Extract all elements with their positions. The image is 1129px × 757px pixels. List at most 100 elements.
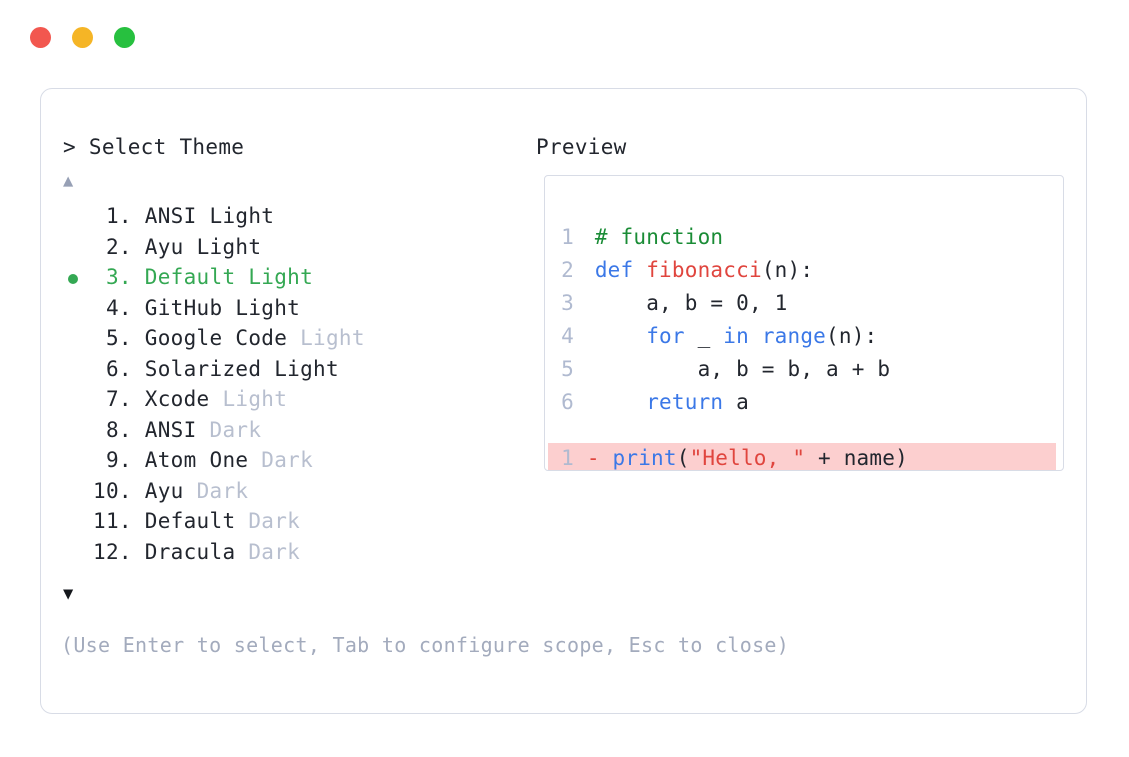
theme-list-item[interactable]: 4. GitHub Light xyxy=(63,293,493,324)
theme-list-item-text: 11. Default Dark xyxy=(93,506,300,537)
theme-variant: Dark xyxy=(183,478,249,503)
code-line: 1 # function xyxy=(548,221,1063,254)
line-gutter-space xyxy=(574,287,587,320)
theme-list-item[interactable]: 10. Ayu Dark xyxy=(63,476,493,507)
preview-code-box: 1 # function 2 def fibonacci(n): 3 a, b = … xyxy=(544,175,1064,471)
line-gutter-space xyxy=(574,221,587,254)
code-token: # function xyxy=(594,225,724,249)
theme-list-item[interactable]: 5. Google Code Light xyxy=(63,323,493,354)
theme-variant: Light xyxy=(209,387,288,411)
keyboard-hint: (Use Enter to select, Tab to configure s… xyxy=(61,633,790,657)
line-number: 6 xyxy=(561,390,574,414)
theme-variant: Dark xyxy=(196,417,262,442)
theme-list-item[interactable]: 6. Solarized Light xyxy=(63,354,493,385)
theme-list-item-text: 2. Ayu Light xyxy=(93,232,261,263)
code-token: a, b = b, a + b xyxy=(594,357,891,381)
line-number: 5 xyxy=(561,357,574,381)
theme-list-item-text: 5. Google Code Light xyxy=(93,323,365,354)
theme-index: 3. xyxy=(93,265,145,289)
theme-name: Google Code xyxy=(144,326,288,350)
code-token: _ xyxy=(684,324,724,348)
code-line: 5 a, b = b, a + b xyxy=(548,353,1063,386)
selected-indicator-icon xyxy=(68,273,78,284)
diff-block: 1 - print("Hello, " + name)1 + print(f"H… xyxy=(548,443,1063,470)
code-token xyxy=(595,324,646,348)
diff-sign: - xyxy=(574,446,613,470)
theme-list: 1. ANSI Light 2. Ayu Light 3. Default Li… xyxy=(63,201,493,567)
code-line: 6 return a xyxy=(548,386,1063,419)
theme-list-item[interactable]: 2. Ayu Light xyxy=(63,232,493,263)
minimize-button[interactable] xyxy=(72,27,93,48)
theme-name: Solarized xyxy=(144,356,262,381)
preview-label: Preview xyxy=(536,135,627,159)
theme-name: ANSI xyxy=(144,204,197,228)
code-line: 4 for _ in range(n): xyxy=(548,320,1063,353)
code-token: a xyxy=(723,390,749,414)
theme-list-item[interactable]: 3. Default Light xyxy=(63,262,493,293)
theme-name: Default xyxy=(144,265,236,289)
code-token: (n): xyxy=(761,258,814,282)
theme-list-item-text: 10. Ayu Dark xyxy=(93,476,248,507)
theme-index: 12. xyxy=(93,539,145,564)
theme-name: GitHub xyxy=(144,295,223,320)
theme-index: 11. xyxy=(93,509,145,533)
theme-name: Ayu xyxy=(144,234,184,259)
line-gutter-space xyxy=(574,320,587,353)
theme-index: 8. xyxy=(93,417,145,442)
code-token: a, b = xyxy=(594,291,737,315)
theme-variant: Light xyxy=(183,234,262,259)
diff-line-minus: 1 - print("Hello, " + name) xyxy=(548,443,1056,470)
code-token: 0 xyxy=(736,291,749,315)
line-number: 3 xyxy=(561,291,574,315)
scroll-down-icon[interactable]: ▼ xyxy=(63,584,74,604)
line-number: 2 xyxy=(561,258,574,282)
theme-list-item-text: 6. Solarized Light xyxy=(93,354,339,385)
code-token: 1 xyxy=(774,291,788,315)
theme-variant: Dark xyxy=(248,448,314,472)
code-token: def xyxy=(594,258,647,282)
theme-variant: Light xyxy=(222,295,301,320)
line-number: 4 xyxy=(561,324,574,348)
code-token xyxy=(749,324,762,348)
code-token: in xyxy=(723,324,749,348)
code-token: return xyxy=(646,390,724,414)
code-token: for xyxy=(646,324,685,348)
line-gutter-space xyxy=(574,254,587,287)
page-title: > Select Theme xyxy=(63,135,245,159)
theme-index: 1. xyxy=(93,204,145,228)
theme-list-item[interactable]: 7. Xcode Light xyxy=(63,384,493,415)
code-token: fibonacci xyxy=(646,258,762,282)
theme-list-item[interactable]: 11. Default Dark xyxy=(63,506,493,537)
line-number: 1 xyxy=(561,225,574,249)
theme-index: 10. xyxy=(93,478,145,503)
theme-variant: Light xyxy=(287,326,365,350)
theme-index: 5. xyxy=(93,326,145,350)
theme-list-item-text: 7. Xcode Light xyxy=(93,384,287,415)
theme-list-item[interactable]: 1. ANSI Light xyxy=(63,201,493,232)
code-token: "Hello, " xyxy=(689,446,806,470)
theme-name: Default xyxy=(144,509,236,533)
code-block: 1 # function 2 def fibonacci(n): 3 a, b = … xyxy=(548,221,1063,419)
theme-variant: Light xyxy=(196,204,275,228)
maximize-button[interactable] xyxy=(114,27,135,48)
theme-list-item-text: 1. ANSI Light xyxy=(93,201,274,232)
theme-name: Atom One xyxy=(144,448,249,472)
theme-name: Dracula xyxy=(144,539,236,564)
close-button[interactable] xyxy=(30,27,51,48)
scroll-up-icon[interactable]: ▲ xyxy=(63,171,74,191)
theme-name: Xcode xyxy=(144,387,210,411)
theme-list-item[interactable]: 12. Dracula Dark xyxy=(63,537,493,568)
theme-list-item-text: 12. Dracula Dark xyxy=(93,537,300,568)
theme-picker-card: > Select Theme Preview ▲ ▼ 1. ANSI Light… xyxy=(40,88,1087,714)
code-token: + name) xyxy=(805,446,908,470)
theme-list-item[interactable]: 8. ANSI Dark xyxy=(63,415,493,446)
code-token: print xyxy=(612,446,677,470)
theme-list-item-text: 4. GitHub Light xyxy=(93,293,300,324)
theme-variant: Light xyxy=(261,356,339,381)
theme-list-item-text: 3. Default Light xyxy=(93,262,313,293)
theme-variant: Dark xyxy=(235,539,301,564)
window-titlebar xyxy=(30,27,135,48)
code-token: ( xyxy=(676,446,690,470)
theme-index: 4. xyxy=(93,295,145,320)
theme-list-item[interactable]: 9. Atom One Dark xyxy=(63,445,493,476)
